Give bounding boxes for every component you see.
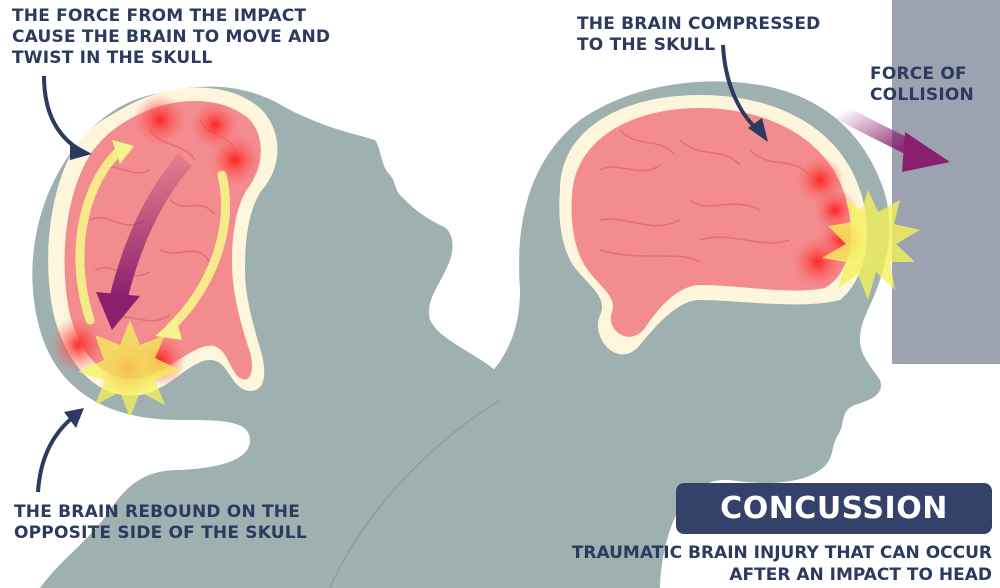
title-subtitle: TRAUMATIC BRAIN INJURY THAT CAN OCCUR AF… [571, 543, 992, 585]
collision-arrow-head [902, 132, 950, 172]
annotation-force-impact: THE FORCE FROM THE IMPACT CAUSE THE BRAI… [12, 6, 331, 68]
annotation-compressed: THE BRAIN COMPRESSED TO THE SKULL [577, 14, 821, 55]
title-banner: CONCUSSION [676, 483, 992, 534]
wall [892, 0, 1000, 364]
right-skull [559, 95, 950, 355]
annotation-rebound: THE BRAIN REBOUND ON THE OPPOSITE SIDE O… [14, 502, 307, 543]
right-impact-star [822, 190, 920, 300]
left-skull [48, 87, 278, 418]
title-label: CONCUSSION [720, 491, 948, 526]
pointer-arrows [36, 44, 768, 493]
purple-arrow-head [96, 292, 140, 330]
left-impact-star [78, 320, 180, 418]
annotation-force-collision: FORCE OF COLLISION [870, 64, 974, 105]
